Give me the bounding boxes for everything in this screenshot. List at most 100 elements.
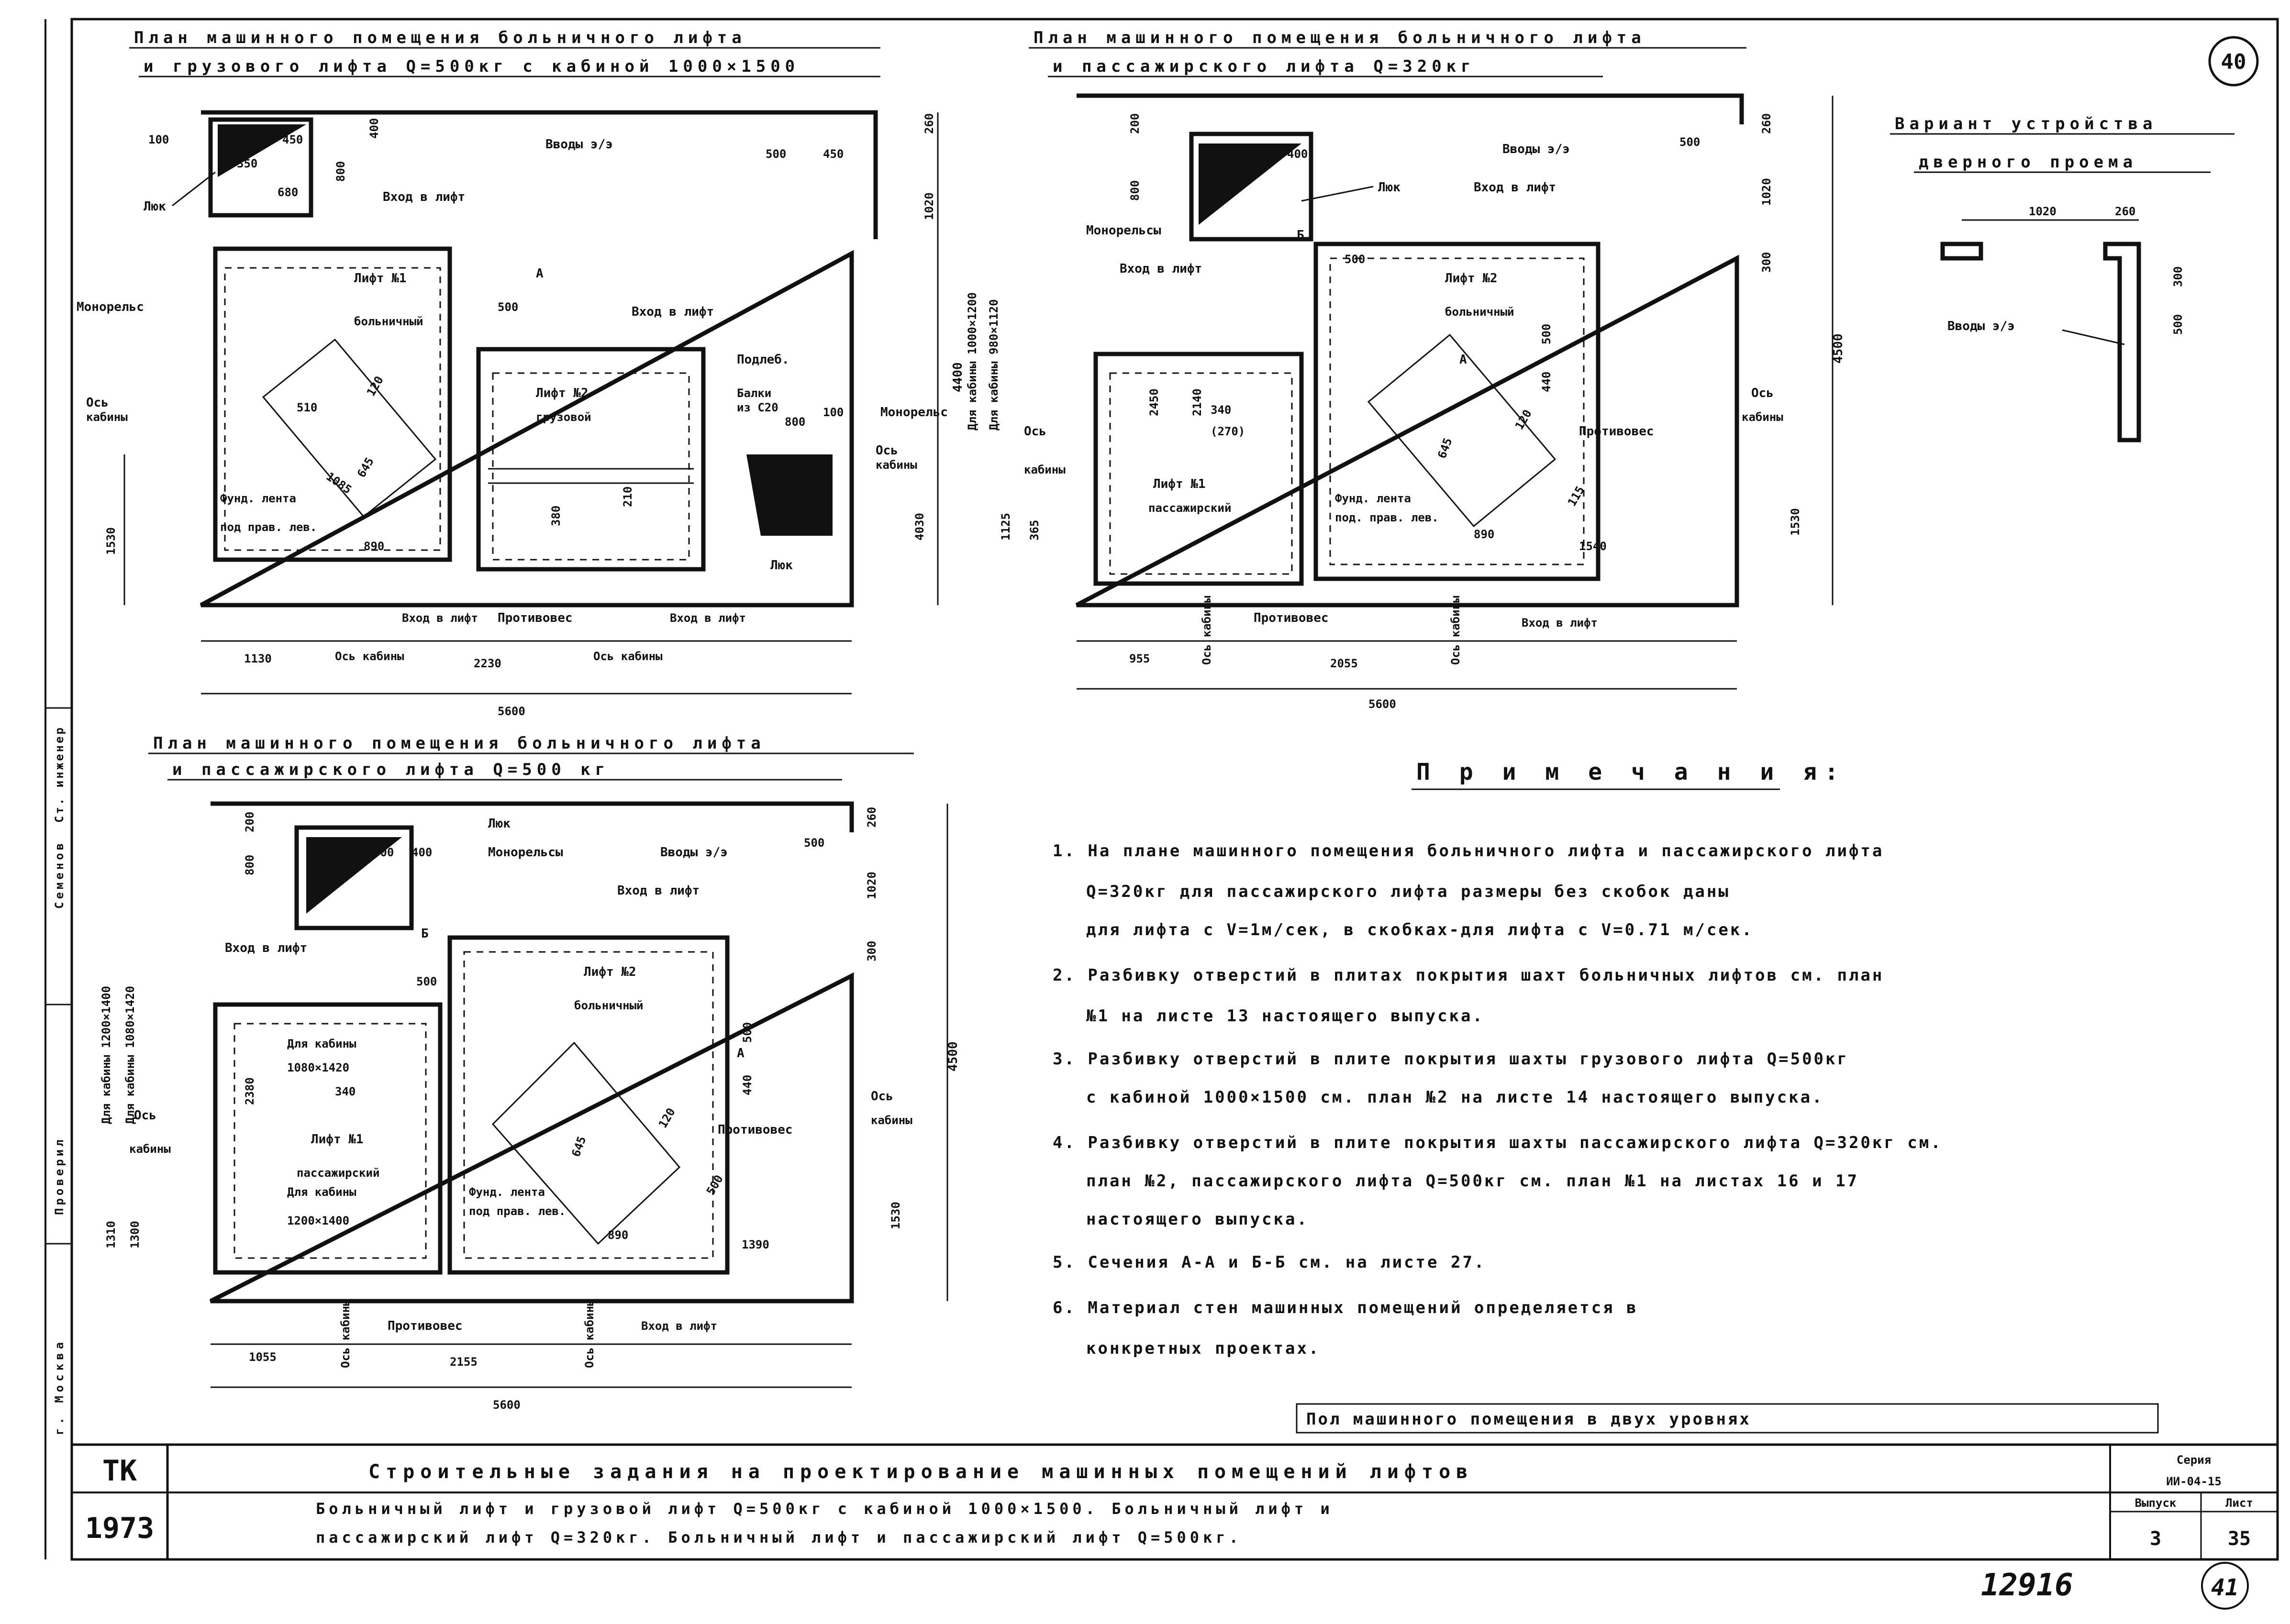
plan2-d1530: 1530 <box>1789 508 1802 536</box>
plan2-lift1: Лифт №1 <box>1153 477 1206 491</box>
tb-series-value: ИИ-04-15 <box>2166 1475 2222 1488</box>
plan1-d450: 450 <box>282 133 303 146</box>
plan1-d400: 400 <box>367 118 381 139</box>
stamp-sign-label: Ст. инженер <box>53 726 66 823</box>
plan1-hatch-room <box>208 117 313 218</box>
tb-year: 1973 <box>85 1512 155 1545</box>
plan2-outer-wall <box>1075 93 1744 608</box>
plan1-d680: 680 <box>278 186 298 199</box>
plan3-d200: 200 <box>243 812 256 832</box>
plan3-entry-left: Вход в лифт <box>225 941 307 955</box>
plan1-axis-bottom1: Ось кабины <box>335 650 404 663</box>
plan1-hatch-black <box>218 124 306 177</box>
door-variant-wall-left <box>1940 242 1983 261</box>
plan2-axis-right-sub: кабины <box>1742 410 1783 424</box>
plan2-hatch-black <box>1199 144 1301 225</box>
plan2-d1540: 1540 <box>1579 540 1607 553</box>
plan3-lift2-room <box>447 935 730 1275</box>
plan1-section-a: А <box>536 266 544 281</box>
note-line-13: конкретных проектах. <box>1086 1339 1320 1358</box>
plan3-axis-right-sub: кабины <box>871 1114 912 1127</box>
plan3-hatch-label: Люк <box>488 817 511 831</box>
plan2-lift2-room <box>1313 242 1601 581</box>
note-line-6: 3. Разбивку отверстий в плите покрытия ш… <box>1053 1050 1849 1069</box>
plan2-hatch-room <box>1189 132 1313 242</box>
note-line-7: с кабиной 1000×1500 см. план №2 на листе… <box>1086 1088 1824 1107</box>
plan3-d440: 440 <box>741 1075 754 1095</box>
plan3-d2380: 2380 <box>243 1077 256 1105</box>
plan1-entry1-label: Вход в лифт <box>383 190 465 204</box>
plan3-d1530: 1530 <box>889 1202 902 1229</box>
tb-main-title: Строительные задания на проектирование м… <box>368 1461 1473 1483</box>
plan3-d890: 890 <box>608 1228 628 1242</box>
door-variant-d1020: 1020 <box>2029 205 2057 218</box>
plan2-d300b: 300 <box>1760 252 1773 273</box>
plan2-lift2-sub: больничный <box>1445 305 1514 319</box>
plan1-lift1-shaft <box>224 267 441 551</box>
plan1-d1530: 1530 <box>104 527 118 555</box>
plan2-d955: 955 <box>1129 652 1150 665</box>
plan1-d260: 260 <box>923 113 936 134</box>
plan1-axis-left: Ось <box>86 396 109 410</box>
plan1-entry-bottom2: Вход в лифт <box>670 611 746 625</box>
note-line-10: настоящего выпуска. <box>1086 1210 1309 1229</box>
plan3-d120: 120 <box>656 1105 678 1130</box>
plan3-d2155: 2155 <box>450 1355 478 1369</box>
plan3-d300: 300 <box>373 846 394 859</box>
note-line-11: 5. Сечения А-А и Б-Б см. на листе 27. <box>1053 1253 1486 1272</box>
plan1-foundation: Фунд. лента <box>220 492 296 505</box>
plan2-foundation-sub: под. прав. лев. <box>1335 511 1439 524</box>
plan2-axis-bottom1: Ось кабины <box>1200 596 1213 665</box>
plan3-d260: 260 <box>865 807 878 828</box>
plan3-d1020: 1020 <box>865 872 878 899</box>
plan2-lift2: Лифт №2 <box>1445 271 1498 286</box>
plan1-d100: 100 <box>148 133 169 146</box>
plan1-d800b: 800 <box>785 415 805 429</box>
plan1-d5600: 5600 <box>498 705 525 718</box>
plan2-d890: 890 <box>1474 528 1494 541</box>
inventory-number: 12916 <box>1981 1568 2073 1603</box>
plan1-title-line2: и грузового лифта Q=500кг с кабиной 1000… <box>144 57 800 76</box>
title-block: ТК 1973 Строительные задания на проектир… <box>72 1443 2278 1559</box>
plan1-monorail-right-label: Монорельс <box>880 405 948 420</box>
plan2-section-b: Б <box>1297 228 1304 243</box>
plan1-d380: 380 <box>549 506 563 526</box>
plan1-d510: 510 <box>297 401 317 414</box>
plan1-d1130: 1130 <box>244 652 272 665</box>
plan1-entry2-label: Вход в лифт <box>632 305 714 319</box>
plan1-hatch-label: Люк <box>144 199 166 214</box>
plan2-d500d: 500 <box>1540 324 1553 344</box>
plan3-cabin-dims2: Для кабины 1080×1420 <box>123 986 137 1124</box>
plan1-foundation-sub: под прав. лев. <box>220 520 317 534</box>
plan3-axis-bottom1: Ось кабины <box>339 1299 352 1368</box>
plan3-lift2-sub: больничный <box>574 999 644 1012</box>
plan2-title-line1: План машинного помещения больничного лиф… <box>1034 28 1646 47</box>
tb-issue-label: Выпуск <box>2135 1496 2177 1510</box>
plan1-d450b: 450 <box>823 147 844 161</box>
plan1-hatch-leader <box>172 171 216 207</box>
plan1-lift1-sub: больничный <box>354 315 423 328</box>
plan2-hatch-label: Люк <box>1378 180 1401 195</box>
plan2-d5600: 5600 <box>1368 697 1396 711</box>
plan1-monorail-label: Монорельс <box>77 300 144 314</box>
plan1-d1125: 1125 <box>999 513 1012 541</box>
door-variant-leader <box>2062 329 2125 345</box>
plan3-title-line2: и пассажирского лифта Q=500 кг <box>172 760 610 779</box>
door-variant: Вариант устройства дверного проема 1020 … <box>1890 114 2234 442</box>
note-line-2: Q=320кг для пассажирского лифта размеры … <box>1086 882 1730 901</box>
plan3-hatch-black <box>306 837 402 914</box>
plan1-axis-bottom2: Ось кабины <box>593 650 663 663</box>
plan2-d500c: 500 <box>1345 253 1365 266</box>
tb-sheet-value: 35 <box>2228 1528 2251 1550</box>
plan1-winch1 <box>262 338 437 518</box>
plan2-monorails-label: Монорельсы <box>1086 223 1161 238</box>
stamp-name: Семенов <box>53 840 66 909</box>
plan1-d1020: 1020 <box>923 192 936 220</box>
door-variant-title2: дверного проема <box>1919 153 2137 172</box>
plan3-section-a: А <box>737 1046 745 1061</box>
plan3-cabin-for-dims: 1080×1420 <box>287 1061 349 1074</box>
plan2-entry-bottom: Вход в лифт <box>1522 616 1598 630</box>
plan1-axis-right-sub: кабины <box>876 458 917 472</box>
plan2-d500b: 500 <box>1679 135 1700 149</box>
plan3-axis-right: Ось <box>871 1089 893 1104</box>
